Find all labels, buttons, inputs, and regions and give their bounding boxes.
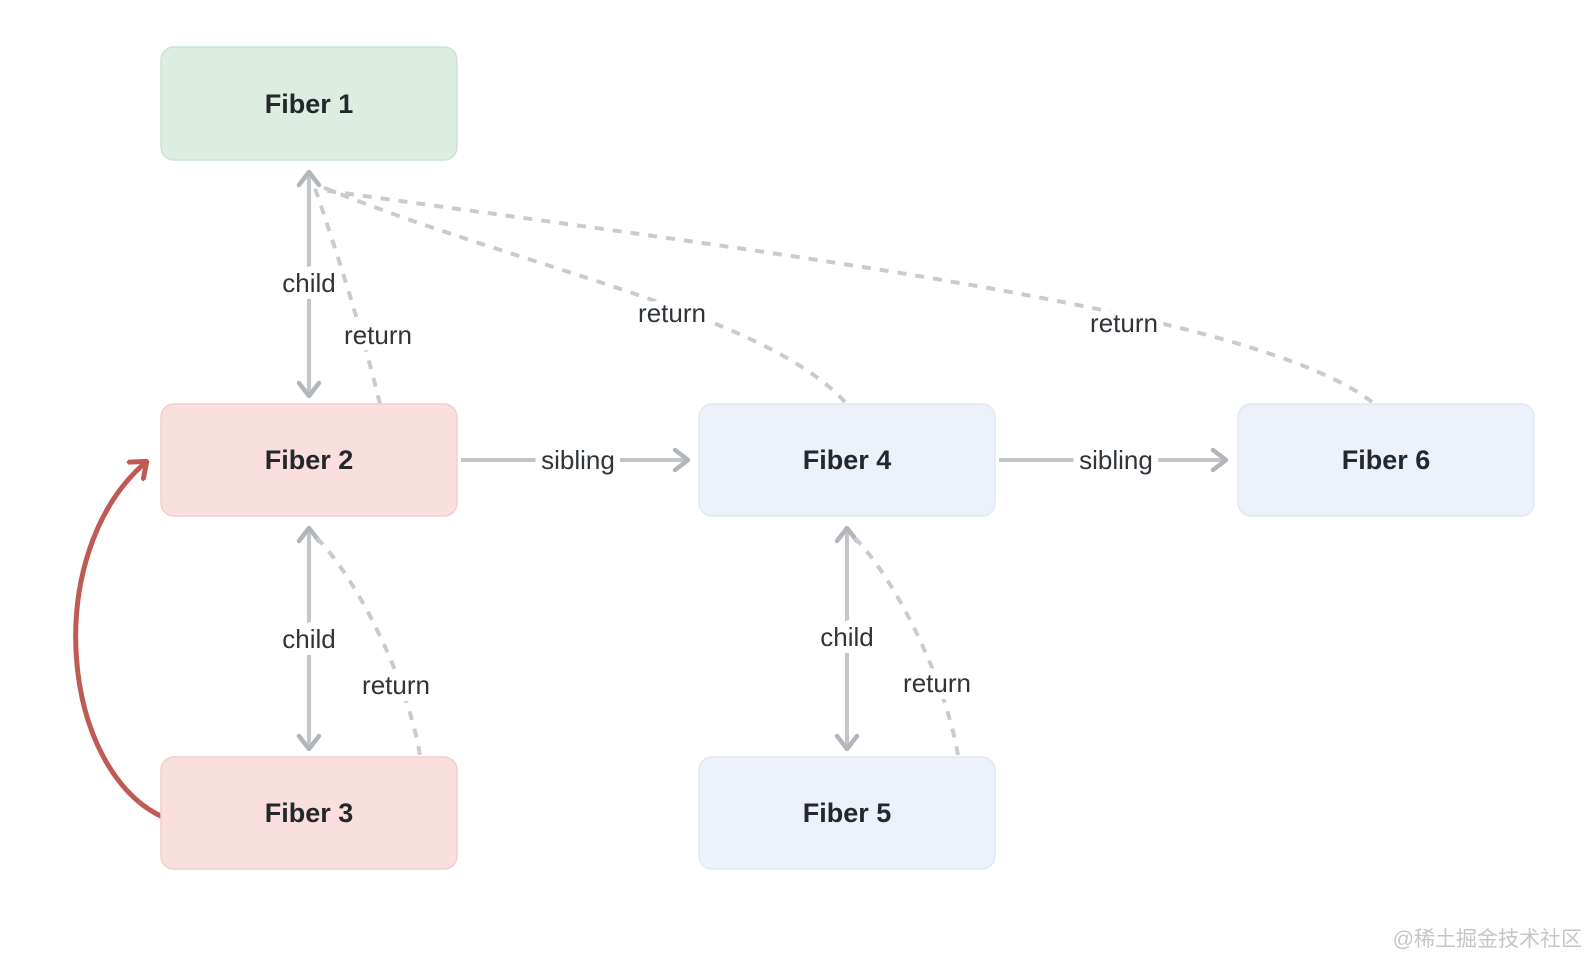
node-fiber-5-label: Fiber 5 <box>803 798 892 828</box>
node-fiber-5-box <box>698 756 996 870</box>
node-fiber-1-label: Fiber 1 <box>265 89 354 119</box>
node-fiber-4: Fiber 4 <box>698 403 996 517</box>
node-fiber-3-box <box>160 756 458 870</box>
edge-label-sibling-f2-f4: sibling <box>541 445 615 475</box>
edge-label-child-f2-f3: child <box>282 624 335 654</box>
node-fiber-5: Fiber 5 <box>698 756 996 870</box>
edge-return-fiber2-fiber1 <box>313 187 382 405</box>
node-fiber-6: Fiber 6 <box>1237 403 1535 517</box>
node-fiber-6-box <box>1237 403 1535 517</box>
node-fiber-2-label: Fiber 2 <box>265 445 354 475</box>
edge-return-fiber6-fiber1 <box>321 188 1374 404</box>
edge-loop-fiber3-to-fiber2 <box>73 462 168 821</box>
node-fiber-4-label: Fiber 4 <box>803 445 892 475</box>
edge-label-child-f1-f2: child <box>282 268 335 298</box>
watermark-text: @稀土掘金技术社区 <box>1393 928 1582 951</box>
node-fiber-1: Fiber 1 <box>160 46 458 161</box>
edge-return-fiber3-fiber2 <box>315 536 422 756</box>
edge-label-return-f3-f2: return <box>362 670 430 700</box>
edge-label-return-f4-f1: return <box>638 298 706 328</box>
node-fiber-1-box <box>160 46 458 161</box>
node-fiber-4-box <box>698 403 996 517</box>
node-fiber-3: Fiber 3 <box>160 756 458 870</box>
edge-label-sibling-f4-f6: sibling <box>1079 445 1153 475</box>
node-fiber-6-label: Fiber 6 <box>1342 445 1431 475</box>
edge-label-child-f4-f5: child <box>820 622 873 652</box>
node-fiber-2: Fiber 2 <box>160 403 458 517</box>
edge-return-fiber4-fiber1 <box>319 184 847 404</box>
edge-label-return-f5-f4: return <box>903 668 971 698</box>
edge-label-return-f2-f1: return <box>344 320 412 350</box>
node-fiber-3-label: Fiber 3 <box>265 798 354 828</box>
edge-return-fiber5-fiber4 <box>853 536 960 756</box>
node-fiber-2-box <box>160 403 458 517</box>
edge-label-return-f6-f1: return <box>1090 308 1158 338</box>
